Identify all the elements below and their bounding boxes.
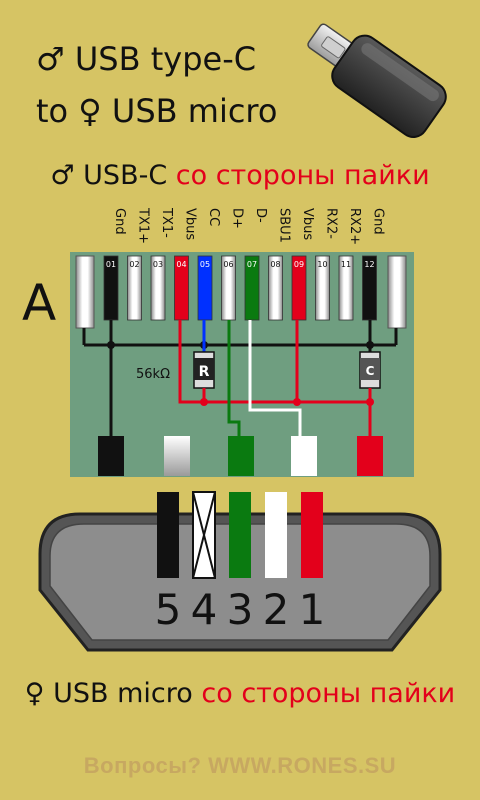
pin-bar xyxy=(291,255,307,321)
contact-1 xyxy=(301,492,323,578)
usbc-header-suffix: со стороны пайки xyxy=(175,160,430,191)
pad-dplus xyxy=(291,436,317,476)
micro-header: ♀ USB micro со стороны пайки xyxy=(0,678,480,709)
pin-bar xyxy=(268,255,283,321)
pin-08: 08 SBU1 xyxy=(268,208,292,321)
ground-bus xyxy=(82,320,398,440)
pin-number: 12 xyxy=(364,260,374,269)
pin-name-label: D+ xyxy=(230,208,245,229)
title-line-2: to ♀ USB micro xyxy=(36,92,278,130)
pin-number: 10 xyxy=(317,260,327,269)
pin-name-label: Vbus xyxy=(300,208,315,240)
resistor-value: 56kΩ xyxy=(136,367,170,382)
micro-header-suffix: со стороны пайки xyxy=(201,678,456,709)
usbc-header: ♂ USB-C со стороны пайки xyxy=(0,160,480,191)
right-shield-tab xyxy=(387,255,407,329)
pin-name-label: RX2+ xyxy=(347,208,362,245)
pin-name-label: TX1+ xyxy=(136,207,151,244)
pin-number: 05 xyxy=(200,260,210,269)
pin-06: 06 D+ xyxy=(221,208,245,321)
pad-dminus xyxy=(228,436,254,476)
pin-name-label: TX1- xyxy=(159,207,174,238)
contact-2 xyxy=(265,492,287,578)
title-line-1: ♂ USB type-C xyxy=(36,40,257,78)
pin-number: 07 xyxy=(247,260,257,269)
pin-bar xyxy=(315,255,330,321)
pad-vbus xyxy=(357,436,383,476)
pin-number: 11 xyxy=(341,260,351,269)
usbc-header-prefix: ♂ USB-C xyxy=(50,160,176,191)
pin-name-label: Vbus xyxy=(183,208,198,240)
micro-pin-number-2: 2 xyxy=(263,585,290,634)
pad-id xyxy=(164,436,190,476)
dminus-wire xyxy=(227,320,241,440)
dplus-wire xyxy=(248,320,302,440)
pad-gnd xyxy=(98,436,124,476)
pin-name-label: D- xyxy=(253,208,268,223)
pin-03: 03 TX1- xyxy=(150,207,174,321)
vbus-bus xyxy=(178,320,374,440)
pin-number: 03 xyxy=(153,260,163,269)
pin-12: 12 Gnd xyxy=(362,208,386,321)
pin-name-label: SBU1 xyxy=(277,208,292,243)
contact-4 xyxy=(192,491,216,579)
board-pads xyxy=(98,436,383,476)
micro-header-prefix: ♀ USB micro xyxy=(24,678,202,709)
pin-number: 04 xyxy=(176,260,186,269)
pin-number: 09 xyxy=(294,260,304,269)
pin-bar xyxy=(244,255,260,321)
resistor: R xyxy=(193,351,215,389)
micro-pin-number-1: 1 xyxy=(299,585,326,634)
pin-number: 08 xyxy=(270,260,280,269)
micro-usb-contacts xyxy=(157,491,323,579)
pin-10: 10 RX2- xyxy=(315,208,339,321)
adapter-illustration xyxy=(307,23,447,138)
pin-number: 06 xyxy=(223,260,233,269)
footer-link[interactable]: Вопросы? WWW.RONES.SU xyxy=(83,753,397,778)
capacitor: C xyxy=(359,351,381,389)
resistor-label: R xyxy=(199,364,210,380)
pin-name-label: RX2- xyxy=(324,208,339,239)
pin-number: 01 xyxy=(106,260,116,269)
micro-pin-number-4: 4 xyxy=(191,585,218,634)
left-shield-tab xyxy=(75,255,95,329)
side-label: A xyxy=(22,274,56,332)
pin-name-label: Gnd xyxy=(371,208,386,235)
capacitor-label: C xyxy=(366,364,375,378)
pin-05: 05 CC xyxy=(197,208,221,321)
pin-bar xyxy=(150,255,166,321)
pin-09: 09 Vbus xyxy=(291,208,315,321)
contact-5 xyxy=(157,492,179,578)
pin-name-label: Gnd xyxy=(112,208,127,235)
pin-11: 11 RX2+ xyxy=(338,208,362,321)
pin-02: 02 TX1+ xyxy=(127,207,151,321)
pin-bar xyxy=(127,255,142,321)
contact-3 xyxy=(229,492,251,578)
micro-pin-number-3: 3 xyxy=(227,585,254,634)
pin-name-label: CC xyxy=(206,208,221,226)
pin-04: 04 Vbus xyxy=(174,208,198,321)
pin-01: 01 Gnd xyxy=(103,208,127,321)
pin-07: 07 D- xyxy=(244,208,268,321)
micro-pin-number-5: 5 xyxy=(155,585,182,634)
pin-number: 02 xyxy=(129,260,139,269)
pin-bar xyxy=(338,255,354,321)
pin-group: 01 Gnd 02 TX1+ 03 TX1- 04 Vbus 05 CC 06 D+ 07 D- 08 SBU… xyxy=(103,207,386,321)
micro-usb-connector xyxy=(38,512,442,652)
